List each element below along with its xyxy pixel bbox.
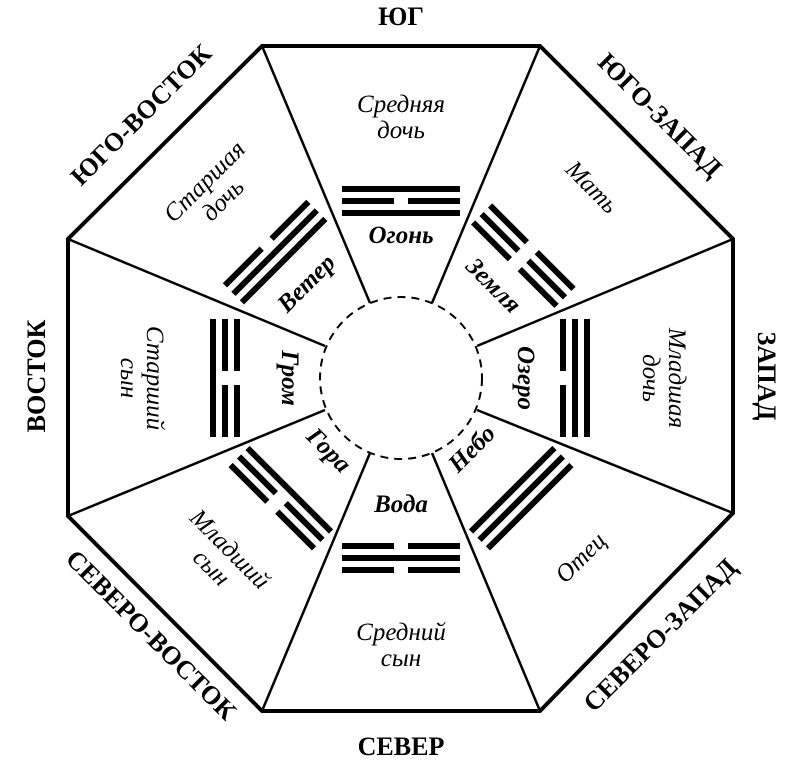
sector-north: Вода Средний сын: [342, 491, 460, 672]
yang-line: [468, 445, 557, 534]
yin-line-segment: [222, 246, 264, 288]
relation-label-1: Средний: [356, 619, 446, 646]
yang-line: [210, 319, 216, 437]
yin-line-segment: [269, 199, 311, 241]
yin-line-segment: [560, 319, 566, 371]
relation-label-2: сын: [381, 645, 421, 672]
element-label: Земля: [460, 252, 527, 319]
trigram: [210, 319, 240, 437]
trigram: [342, 543, 460, 573]
yang-line: [572, 319, 578, 437]
sector-west: Озеро Младшая дочь: [512, 319, 690, 437]
yin-line-segment: [236, 454, 278, 496]
center-circle: [319, 296, 483, 460]
yang-line: [239, 216, 328, 305]
trigram: [560, 319, 590, 437]
yin-line-segment: [342, 567, 394, 573]
yang-line: [245, 445, 334, 534]
relation-label-1: Младшая: [663, 327, 690, 428]
yin-line-segment: [222, 385, 228, 437]
yin-line-segment: [283, 501, 325, 543]
element-label: Огонь: [368, 222, 433, 249]
sector-southeast: Ветер Старшая дочь: [159, 136, 341, 319]
element-label: Вода: [373, 491, 428, 518]
yang-line: [342, 210, 460, 216]
yang-line: [231, 208, 319, 296]
yin-line-segment: [408, 198, 460, 204]
direction-northwest: СЕВЕРО-ЗАПАД: [578, 552, 743, 717]
relation-label-1: Младший: [184, 503, 276, 595]
sector-dividers: [67, 45, 734, 712]
trigram: [471, 203, 576, 308]
yin-line-segment: [342, 543, 394, 549]
yin-line-segment: [560, 385, 566, 437]
trigram: [468, 445, 574, 551]
direction-west: ЗАПАД: [752, 332, 781, 421]
relation-label-2: дочь: [637, 354, 664, 402]
relation-label-1: Средняя: [357, 91, 445, 118]
yang-line: [342, 186, 460, 192]
yin-line-segment: [408, 543, 460, 549]
yin-line-segment: [534, 250, 576, 292]
trigram: [228, 445, 334, 551]
direction-southwest: ЮГО-ЗАПАД: [592, 47, 728, 183]
yin-line-segment: [228, 462, 270, 504]
relation-label-1: Мать: [559, 155, 623, 219]
direction-south: ЮГ: [378, 2, 424, 31]
sector-south: Огонь Средняя дочь: [342, 91, 460, 249]
element-label: Гром: [276, 349, 303, 406]
relation-label-2: дочь: [377, 117, 425, 144]
relation-label-1: Старший: [141, 326, 168, 431]
yin-line-segment: [471, 220, 513, 262]
sector-southwest: Земля Мать: [460, 155, 623, 319]
yin-line-segment: [517, 266, 559, 308]
yin-line-segment: [526, 258, 568, 300]
element-label: Озеро: [512, 346, 539, 410]
yang-line: [342, 555, 460, 561]
yin-line-segment: [234, 319, 240, 371]
trigram: [342, 186, 460, 216]
yin-line-segment: [275, 509, 317, 551]
yin-line-segment: [234, 385, 240, 437]
direction-east: ВОСТОК: [22, 319, 51, 432]
yang-line: [584, 319, 590, 437]
yin-line-segment: [222, 319, 228, 371]
trigram: [222, 199, 328, 305]
yang-line: [485, 462, 574, 551]
sector-east: Гром Старший сын: [115, 319, 303, 437]
yin-line-segment: [342, 198, 394, 204]
relation-label-1: Отец: [550, 527, 611, 588]
direction-north: СЕВЕР: [358, 732, 445, 761]
yin-line-segment: [408, 567, 460, 573]
yin-line-segment: [487, 203, 529, 245]
relation-label-2: сын: [115, 358, 142, 398]
yin-line-segment: [479, 211, 521, 253]
yang-line: [477, 454, 566, 543]
